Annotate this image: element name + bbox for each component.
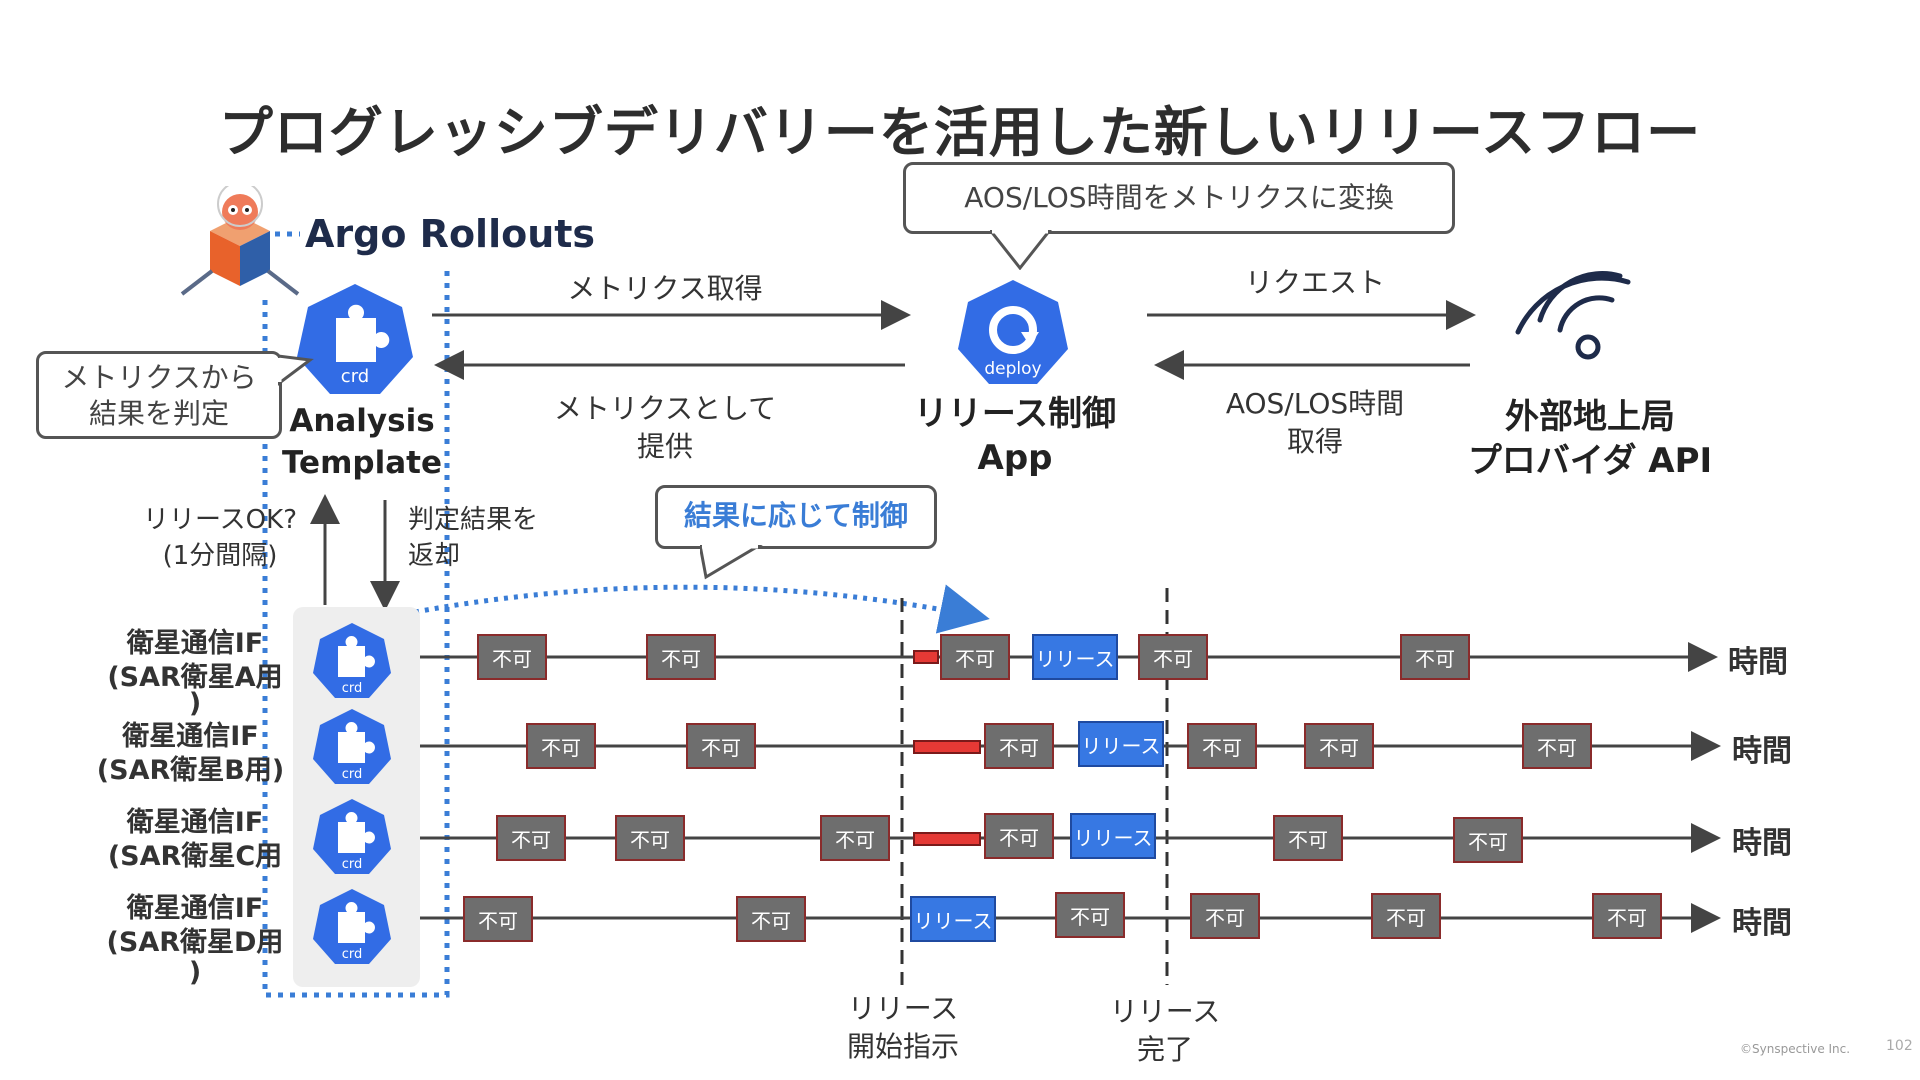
- ng-box: 不可: [463, 896, 533, 942]
- ng-box: 不可: [736, 896, 806, 942]
- ng-box: 不可: [496, 815, 566, 861]
- argo-mascot-icon: [180, 186, 300, 296]
- get-metrics-label: メトリクス取得: [567, 272, 763, 305]
- ng-box: 不可: [1453, 817, 1523, 863]
- ng-box: 不可: [1190, 893, 1260, 939]
- svg-text:crd: crd: [342, 857, 363, 872]
- satellite-label-b: 衛星通信IF(SAR衛星B用): [96, 721, 285, 786]
- analysis-template-icon: crd: [297, 284, 413, 394]
- ng-box: 不可: [1055, 892, 1125, 938]
- ng-box: 不可: [477, 634, 547, 680]
- control-callout-tail: [700, 545, 763, 580]
- ng-box: 不可: [984, 723, 1054, 769]
- ng-box: 不可: [940, 634, 1010, 680]
- ng-box: 不可: [1304, 723, 1374, 769]
- control-callout: 結果に応じて制御: [655, 485, 937, 549]
- satellite-b-crd-icon: crd: [313, 709, 391, 784]
- deploy-icon: deploy: [958, 280, 1068, 384]
- satellite-label-a: 衛星通信IF(SAR衛星A用): [107, 628, 283, 719]
- satellite-a-crd-icon: crd: [313, 623, 391, 698]
- ng-box: 不可: [1138, 634, 1208, 680]
- release-box: リリース: [1032, 634, 1118, 680]
- ng-box: 不可: [646, 634, 716, 680]
- ng-box: 不可: [1522, 723, 1592, 769]
- time-axis-label-a: 時間: [1728, 645, 1788, 680]
- provide-metrics-label: メトリクスとして 提供: [553, 392, 777, 463]
- ng-box: 不可: [686, 723, 756, 769]
- argo-boundary: [262, 231, 450, 998]
- release-end-label: リリース完了: [1109, 995, 1221, 1066]
- transition-bar: [913, 650, 939, 664]
- time-axis-label-d: 時間: [1732, 906, 1792, 941]
- svg-text:crd: crd: [342, 947, 363, 962]
- return-result-label: 判定結果を 返却: [408, 505, 539, 571]
- svg-text:crd: crd: [342, 767, 363, 782]
- page-number: 102: [1886, 1038, 1913, 1054]
- satellite-label-c: 衛星通信IF(SAR衛星C用: [107, 807, 283, 872]
- release-box: リリース: [1070, 813, 1156, 859]
- satellite-label-d: 衛星通信IF(SAR衛星D用): [106, 893, 284, 988]
- judge-callout-tail: [278, 354, 314, 386]
- release-start-label: リリース開始指示: [846, 992, 959, 1063]
- ng-box: 不可: [1592, 893, 1662, 939]
- ng-box: 不可: [1400, 634, 1470, 680]
- callout-tail: [990, 230, 1052, 270]
- antenna-icon: [1515, 271, 1631, 360]
- judge-callout: メトリクスから 結果を判定: [36, 351, 282, 439]
- ng-box: 不可: [984, 813, 1054, 859]
- page-title: プログレッシブデリバリーを活用した新しいリリースフロー: [218, 101, 1702, 164]
- release-box: リリース: [1078, 721, 1164, 767]
- ng-box: 不可: [1187, 723, 1257, 769]
- aos-get-label: AOS/LOS時間 取得: [1225, 387, 1405, 458]
- svg-text:crd: crd: [341, 366, 369, 387]
- aos-convert-callout: AOS/LOS時間をメトリクスに変換: [903, 162, 1455, 234]
- ng-box: 不可: [526, 723, 596, 769]
- satellite-d-crd-icon: crd: [313, 889, 391, 964]
- satellite-c-crd-icon: crd: [313, 799, 391, 874]
- time-axis-label-b: 時間: [1732, 734, 1792, 769]
- release-ok-label: リリースOK? (1分間隔): [142, 505, 297, 571]
- ng-box: 不可: [1273, 815, 1343, 861]
- transition-bar: [913, 740, 981, 754]
- time-axis-label-c: 時間: [1732, 826, 1792, 861]
- ng-box: 不可: [1371, 893, 1441, 939]
- request-label: リクエスト: [1244, 266, 1385, 299]
- svg-text:deploy: deploy: [984, 359, 1041, 379]
- release-box: リリース: [910, 896, 996, 942]
- analysis-template-label: Analysis Template: [282, 403, 442, 481]
- svg-text:crd: crd: [342, 681, 363, 696]
- release-control-app-label: リリース制御 App: [913, 394, 1117, 478]
- argo-rollouts-label: Argo Rollouts: [305, 212, 596, 256]
- copyright: ©Synspective Inc.: [1740, 1042, 1851, 1056]
- ng-box: 不可: [615, 815, 685, 861]
- ng-box: 不可: [820, 815, 890, 861]
- provider-api-label: 外部地上局 プロバイダ API: [1467, 397, 1713, 481]
- transition-bar: [913, 832, 981, 846]
